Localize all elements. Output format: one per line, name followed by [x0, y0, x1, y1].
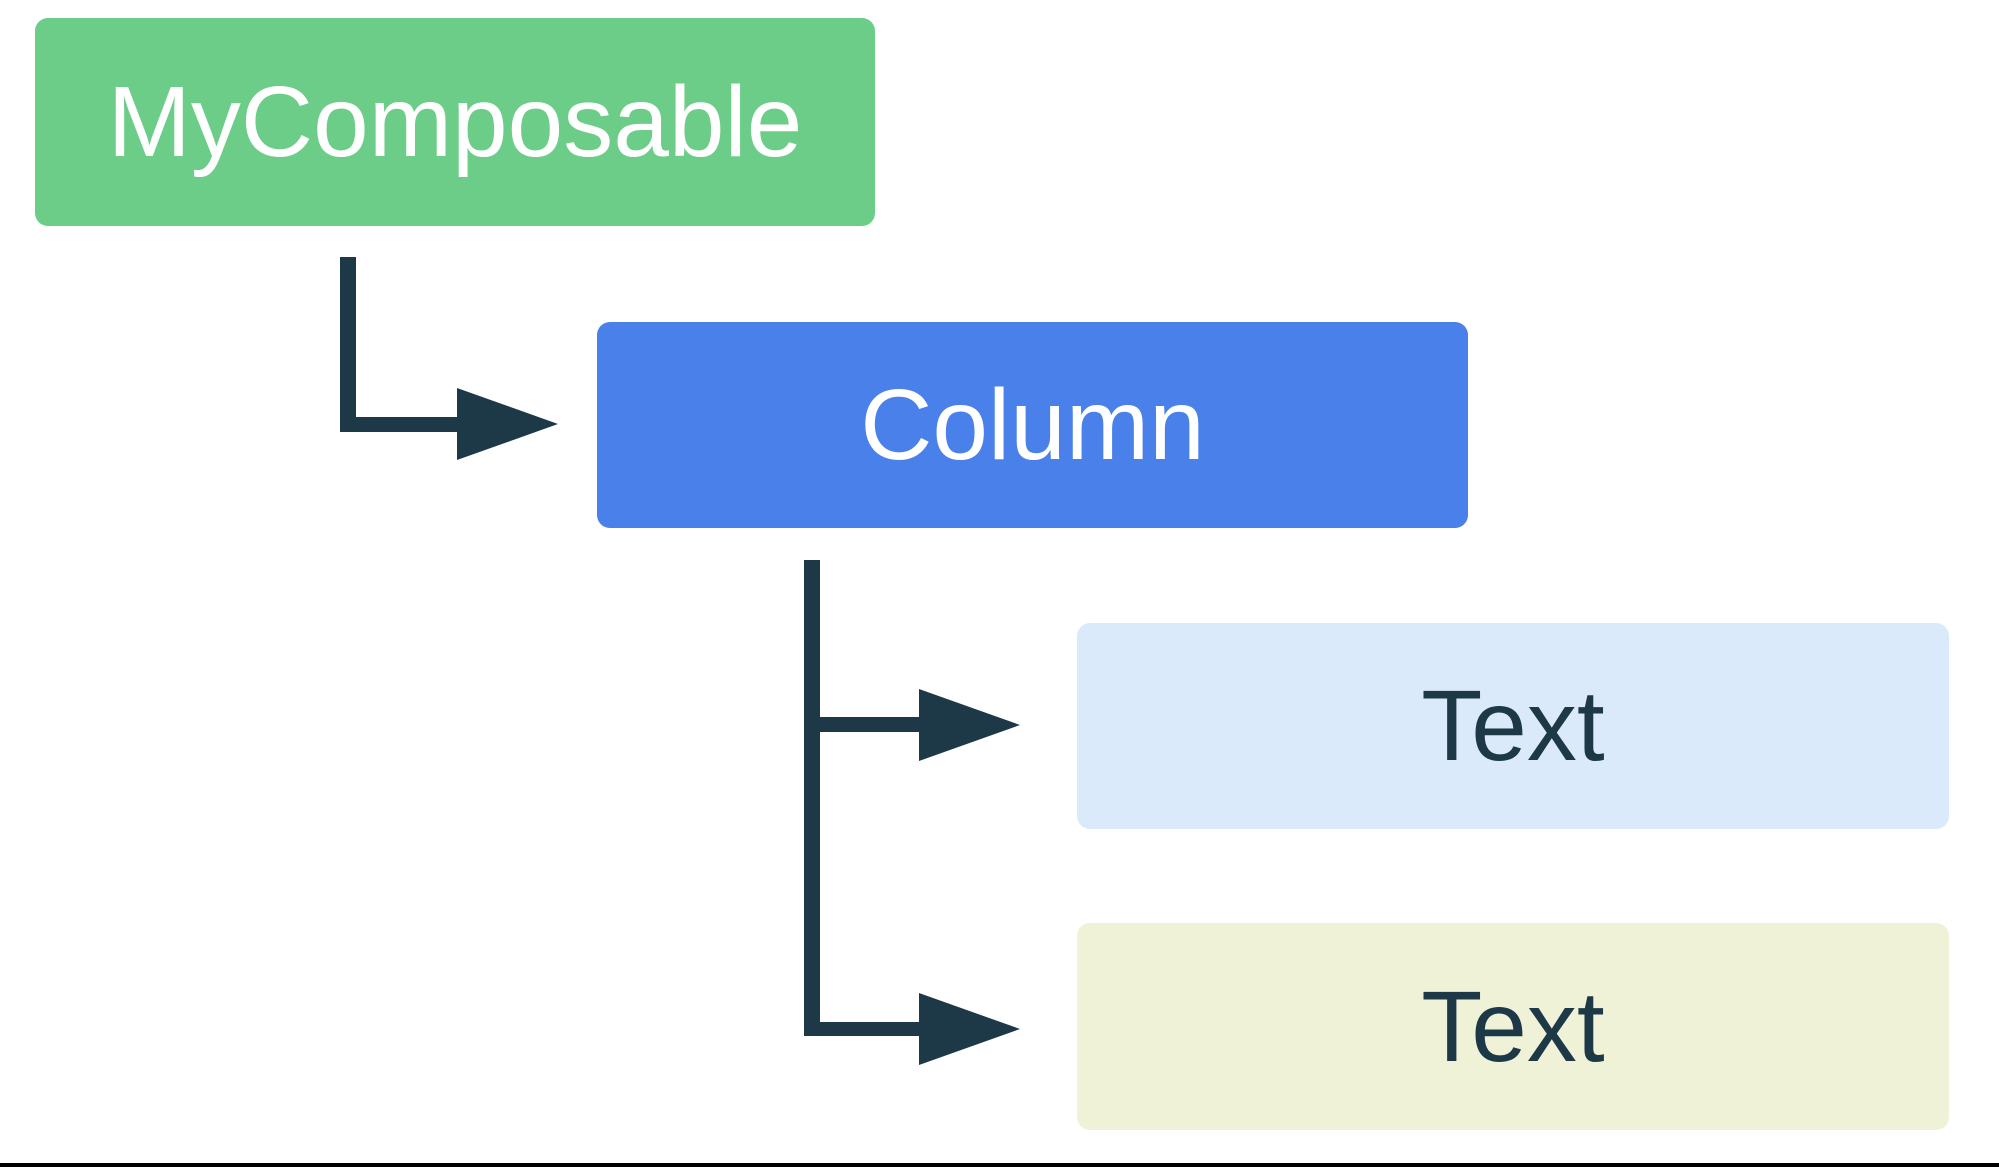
- node-text-2: Text: [1077, 923, 1949, 1130]
- connector-column-text2-horizontal-line: [804, 1022, 926, 1036]
- node-mycomposable: MyComposable: [35, 18, 875, 226]
- arrowhead-icon: [919, 689, 1020, 761]
- connector-column-text1-horizontal-line: [804, 717, 926, 732]
- bottom-border-rule: [0, 1163, 1999, 1167]
- node-text-1-label: Text: [1421, 670, 1605, 782]
- arrowhead-icon: [457, 388, 558, 460]
- node-column: Column: [597, 322, 1468, 528]
- connector-mycomposable-column-horizontal-line: [340, 417, 465, 432]
- node-text-2-label: Text: [1421, 970, 1605, 1083]
- connector-mycomposable-column-vertical-line: [340, 257, 356, 432]
- node-mycomposable-label: MyComposable: [107, 66, 803, 178]
- connector-column-children-trunk-line: [804, 560, 820, 1036]
- node-text-1: Text: [1077, 623, 1949, 829]
- node-column-label: Column: [860, 369, 1205, 481]
- arrowhead-icon: [919, 993, 1020, 1065]
